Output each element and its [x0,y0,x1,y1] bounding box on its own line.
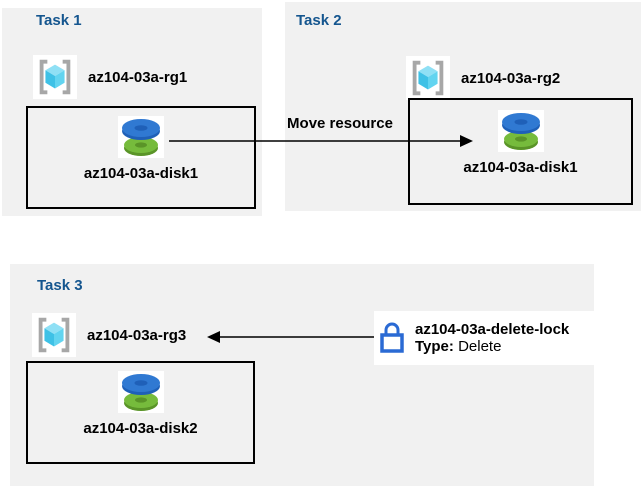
task3-title: Task 3 [37,277,83,294]
task2-panel [285,2,641,211]
task2-title: Task 2 [296,12,342,29]
task3-panel [10,264,594,486]
resource-group-label: az104-03a-rg3 [87,326,187,344]
delete-lock-type-value: Delete [458,338,502,355]
task2-disk-box: az104-03a-disk1 [408,98,633,205]
resource-group-label: az104-03a-rg2 [461,69,561,87]
resource-group-icon [33,55,77,99]
resource-group-icon [406,56,450,100]
delete-lock-callout: az104-03a-delete-lock Type: Delete [374,311,594,365]
move-resource-label: Move resource [287,115,393,132]
disk-label: az104-03a-disk1 [83,165,199,182]
task1-resource-group: az104-03a-rg1 [33,55,187,99]
task2-resource-group: az104-03a-rg2 [406,56,560,100]
delete-lock-type: Type: Delete [415,338,569,355]
lock-icon [378,318,406,358]
delete-lock-text: az104-03a-delete-lock Type: Delete [415,321,569,355]
managed-disk-icon [117,371,164,413]
delete-lock-type-label: Type: [415,338,454,355]
managed-disk-icon [118,116,164,158]
task1-disk-box: az104-03a-disk1 [26,106,256,209]
resource-group-label: az104-03a-rg1 [88,68,188,86]
task3-resource-group: az104-03a-rg3 [32,313,186,357]
disk-label: az104-03a-disk2 [83,420,198,437]
task1-title: Task 1 [36,12,82,29]
disk-label: az104-03a-disk1 [463,159,578,176]
delete-lock-name: az104-03a-delete-lock [415,321,570,338]
task1-panel [2,8,262,216]
resource-group-icon [32,313,76,357]
managed-disk-icon [497,110,544,152]
task3-disk-box: az104-03a-disk2 [26,361,255,464]
